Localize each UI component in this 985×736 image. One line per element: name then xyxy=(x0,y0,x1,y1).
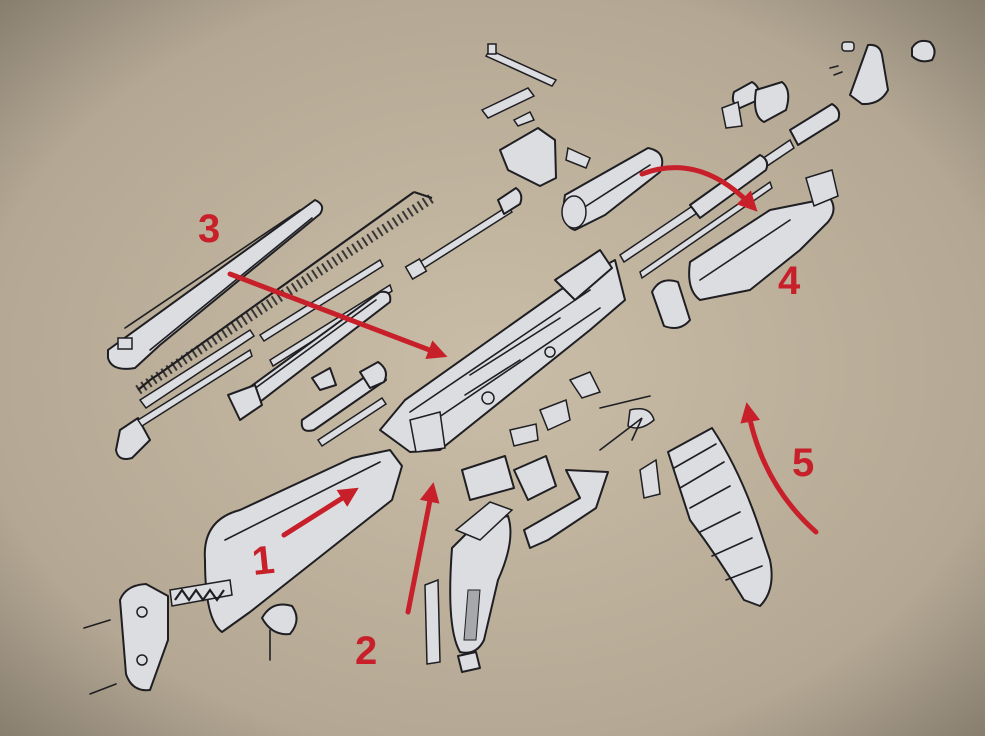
step-4-arrow xyxy=(639,165,758,212)
magazine xyxy=(639,427,773,607)
step-2-arrow xyxy=(405,482,440,615)
trigger-group xyxy=(461,371,655,549)
gas-piston xyxy=(404,187,523,281)
dust-cover xyxy=(107,199,324,370)
step-1-arrow xyxy=(281,487,359,538)
gas-block xyxy=(721,81,790,129)
receiver xyxy=(379,249,626,453)
pistol-grip xyxy=(424,501,514,673)
step-arrows xyxy=(227,165,819,615)
step-4-label: 4 xyxy=(778,259,801,303)
step-5-label: 5 xyxy=(792,441,814,485)
step-3-label: 3 xyxy=(198,207,220,251)
sling-swivel xyxy=(261,603,298,661)
front-sight xyxy=(829,39,936,106)
step-5-arrow xyxy=(740,402,819,535)
recoil-spring xyxy=(135,190,435,395)
cleaning-rod-assembly xyxy=(115,348,253,460)
rear-sight-parts xyxy=(480,43,591,187)
step-1-label: 1 xyxy=(250,538,277,584)
upper-handguard xyxy=(561,147,664,231)
step-3-arrow xyxy=(227,271,448,360)
lower-handguard xyxy=(651,169,839,329)
bolt xyxy=(300,361,388,448)
butt-plate xyxy=(83,583,169,695)
step-2-label: 2 xyxy=(355,629,377,673)
